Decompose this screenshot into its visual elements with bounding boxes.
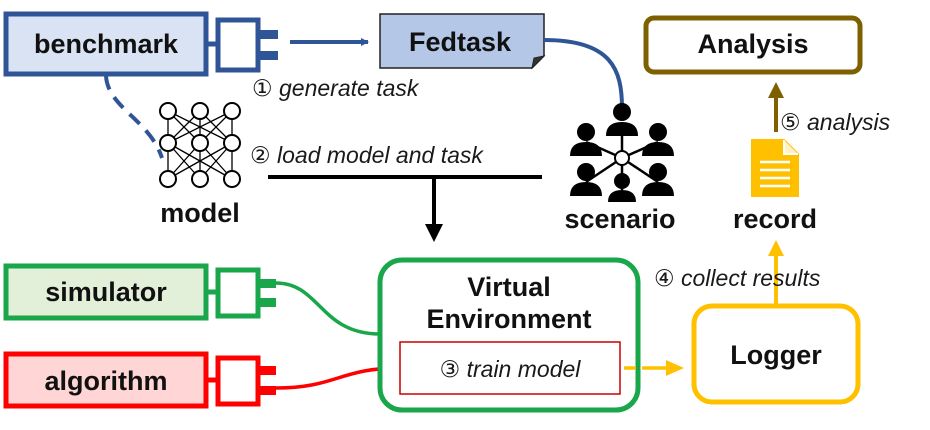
virtual-environment-label-line1: Virtual	[467, 272, 551, 302]
algorithm-plug-icon	[206, 355, 276, 407]
step-4-description: collect results	[681, 265, 821, 291]
neural-network-icon	[159, 102, 241, 188]
record-to-analysis-arrow	[768, 82, 784, 132]
benchmark-label: benchmark	[34, 29, 179, 59]
benchmark-to-model-dashed-link	[104, 75, 164, 159]
train-to-logger-arrow	[624, 360, 684, 376]
step-5-label: ⑤ analysis	[780, 109, 891, 135]
step-4-label: ④ collect results	[654, 265, 821, 291]
fedtask-to-scenario-link	[543, 38, 624, 109]
simulator-label: simulator	[45, 277, 167, 307]
algorithm-label: algorithm	[44, 366, 167, 396]
fedtask-node: Fedtask	[379, 13, 546, 70]
train-model-text: ③ train model	[440, 356, 582, 382]
step-2-description: load model and task	[277, 142, 484, 168]
benchmark-plug-icon	[206, 17, 278, 73]
people-network-icon	[570, 103, 674, 202]
document-icon	[751, 139, 799, 197]
fedtask-label: Fedtask	[409, 27, 512, 57]
simulator-node: simulator	[3, 263, 276, 321]
step-1-text: ① generate task	[252, 75, 420, 101]
load-to-environment-arrow	[425, 177, 443, 242]
step-3-number: ③	[440, 356, 461, 382]
record-label: record	[733, 204, 817, 234]
algorithm-node: algorithm	[3, 351, 276, 409]
step-4-number: ④	[654, 265, 675, 291]
step-5-number: ⑤	[780, 109, 801, 135]
benchmark-node: benchmark	[3, 11, 278, 77]
step-2-label: ② load model and task	[250, 142, 484, 168]
logger-node: Logger	[691, 303, 861, 405]
virtual-environment-label-line2: Environment	[426, 304, 591, 334]
step-1-number: ①	[252, 75, 273, 101]
step-2-number: ②	[250, 142, 271, 168]
step-5-description: analysis	[807, 109, 891, 135]
analysis-node: Analysis	[643, 15, 863, 75]
analysis-label: Analysis	[697, 29, 808, 59]
step-1-description: generate task	[279, 75, 420, 101]
step-5-text: ⑤ analysis	[780, 109, 891, 135]
train-model-node: ③ train model	[399, 341, 621, 395]
scenario-label: scenario	[564, 204, 675, 234]
simulator-to-environment-cable	[275, 281, 381, 336]
simulator-plug-icon	[206, 267, 276, 319]
logger-label: Logger	[730, 340, 822, 370]
model-label: model	[160, 198, 240, 228]
train-model-label: train model	[467, 356, 582, 382]
step-4-text: ④ collect results	[654, 265, 821, 291]
step-1-label: ① generate task	[252, 75, 420, 101]
step-2-text: ② load model and task	[250, 142, 484, 168]
logger-to-record-arrow	[768, 240, 784, 304]
